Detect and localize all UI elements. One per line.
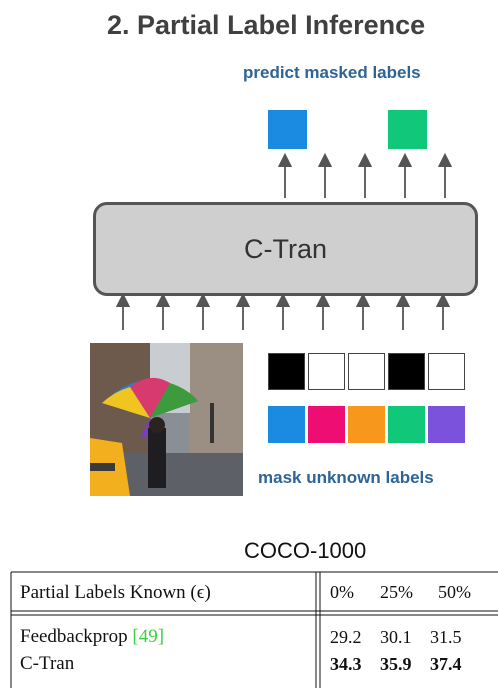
table-cell: 30.1 xyxy=(380,627,412,647)
table-cell: 35.9 xyxy=(380,654,412,674)
mask-cell xyxy=(388,353,425,390)
table-cell: 31.5 xyxy=(430,627,462,647)
citation-number: 49 xyxy=(138,626,158,647)
table-row-method: C-Tran xyxy=(20,653,75,674)
mask-cell xyxy=(428,353,465,390)
mask-cell xyxy=(268,353,305,390)
table-header-col: 25% xyxy=(380,582,413,602)
predicted-label-block xyxy=(388,110,427,149)
mask-caption: mask unknown labels xyxy=(258,468,434,487)
section-title: 2. Partial Label Inference xyxy=(107,10,426,40)
label-color-cell xyxy=(348,406,385,443)
citation: [49] xyxy=(132,626,165,647)
arrows-layer xyxy=(115,152,453,330)
mask-cell xyxy=(348,353,385,390)
c-tran-model-box: C-Tran xyxy=(93,202,478,296)
table-header-col: 0% xyxy=(330,582,354,602)
label-color-cell xyxy=(268,406,305,443)
mask-cell xyxy=(308,353,345,390)
label-color-cell xyxy=(428,406,465,443)
predict-caption: predict masked labels xyxy=(243,63,421,82)
street-umbrella-photo xyxy=(90,343,243,496)
method-name: Feedbackprop xyxy=(20,626,128,647)
input-arrows xyxy=(115,292,451,330)
table-cell: 29.2 xyxy=(330,627,362,647)
output-arrows xyxy=(277,152,453,198)
table-row-method: Feedbackprop [49] xyxy=(20,626,164,648)
label-color-cell xyxy=(308,406,345,443)
table-title: COCO-1000 xyxy=(244,538,367,563)
label-color-cell xyxy=(388,406,425,443)
table-cell: 34.3 xyxy=(330,654,362,674)
table-header-col: 50% xyxy=(438,582,471,602)
model-label: C-Tran xyxy=(243,233,327,264)
table-cell: 37.4 xyxy=(430,654,462,674)
table-header-label: Partial Labels Known (ϵ) xyxy=(20,582,211,603)
predicted-label-block xyxy=(268,110,307,149)
